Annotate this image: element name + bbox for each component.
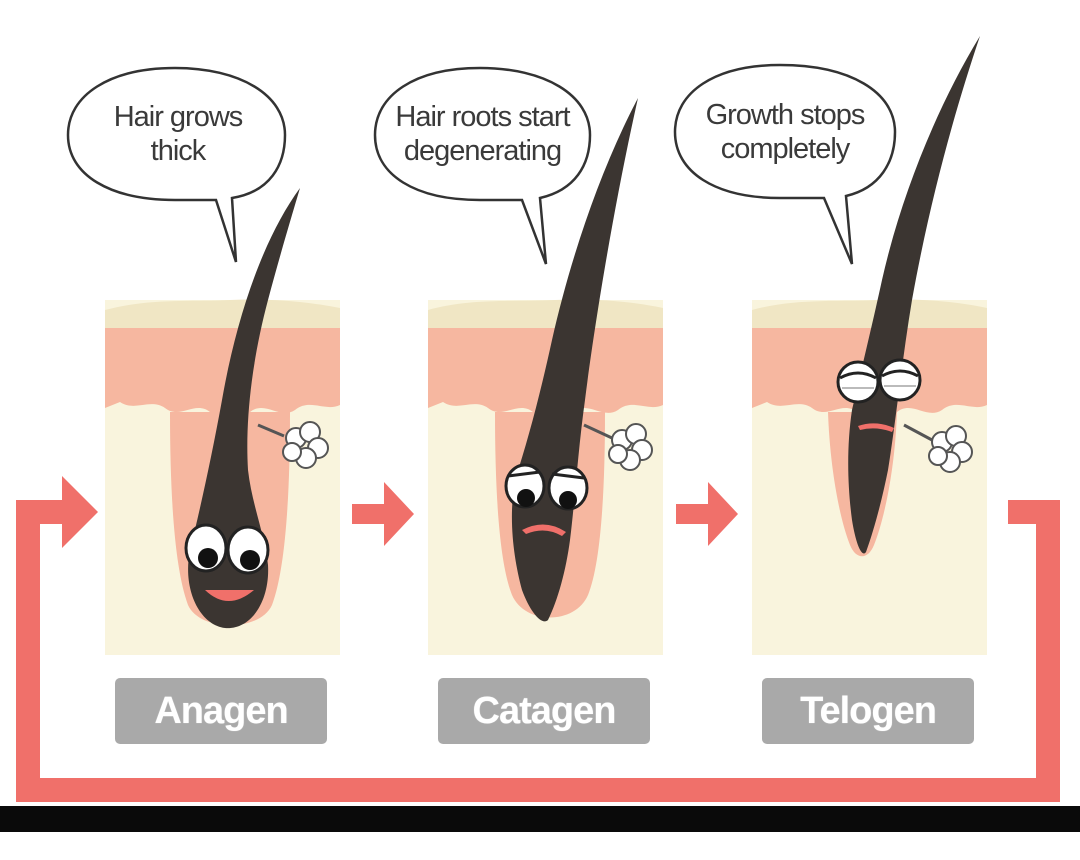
speech-bubble-catagen	[373, 66, 592, 265]
catagen-eyes	[504, 463, 589, 511]
puff-icon	[583, 423, 653, 471]
bubble-line: degenerating	[403, 135, 562, 167]
anagen-eyes	[184, 523, 270, 575]
bubble-line: Hair roots start	[395, 101, 570, 133]
bubble-text-telogen: Growth stops completely	[680, 98, 890, 166]
puff-icon	[257, 421, 329, 469]
stage-label-anagen: Anagen	[115, 678, 327, 744]
bubble-line: completely	[720, 133, 851, 165]
telogen-hair-character	[836, 36, 980, 554]
catagen-hair-character	[504, 98, 653, 622]
anagen-hair-character	[184, 188, 329, 629]
anagen-smile	[205, 590, 254, 601]
speech-bubble-telogen	[673, 63, 897, 265]
stage-label-catagen: Catagen	[438, 678, 650, 744]
telogen-eyes	[836, 358, 922, 404]
speech-bubble-anagen	[66, 66, 287, 263]
bubble-text-anagen: Hair grows thick	[78, 100, 278, 168]
bubble-line: thick	[150, 135, 207, 167]
puff-icon	[903, 423, 973, 473]
bottom-bar	[0, 806, 1080, 832]
arrow-anagen-to-catagen-icon	[352, 482, 414, 546]
catagen-frown	[522, 524, 566, 536]
bubble-text-catagen: Hair roots start degenerating	[380, 100, 585, 168]
telogen-mouth	[858, 423, 894, 432]
bubble-line: Hair grows	[113, 101, 244, 133]
bubble-line: Growth stops	[705, 99, 866, 131]
stage-label-telogen: Telogen	[762, 678, 974, 744]
arrow-catagen-to-telogen-icon	[676, 482, 738, 546]
